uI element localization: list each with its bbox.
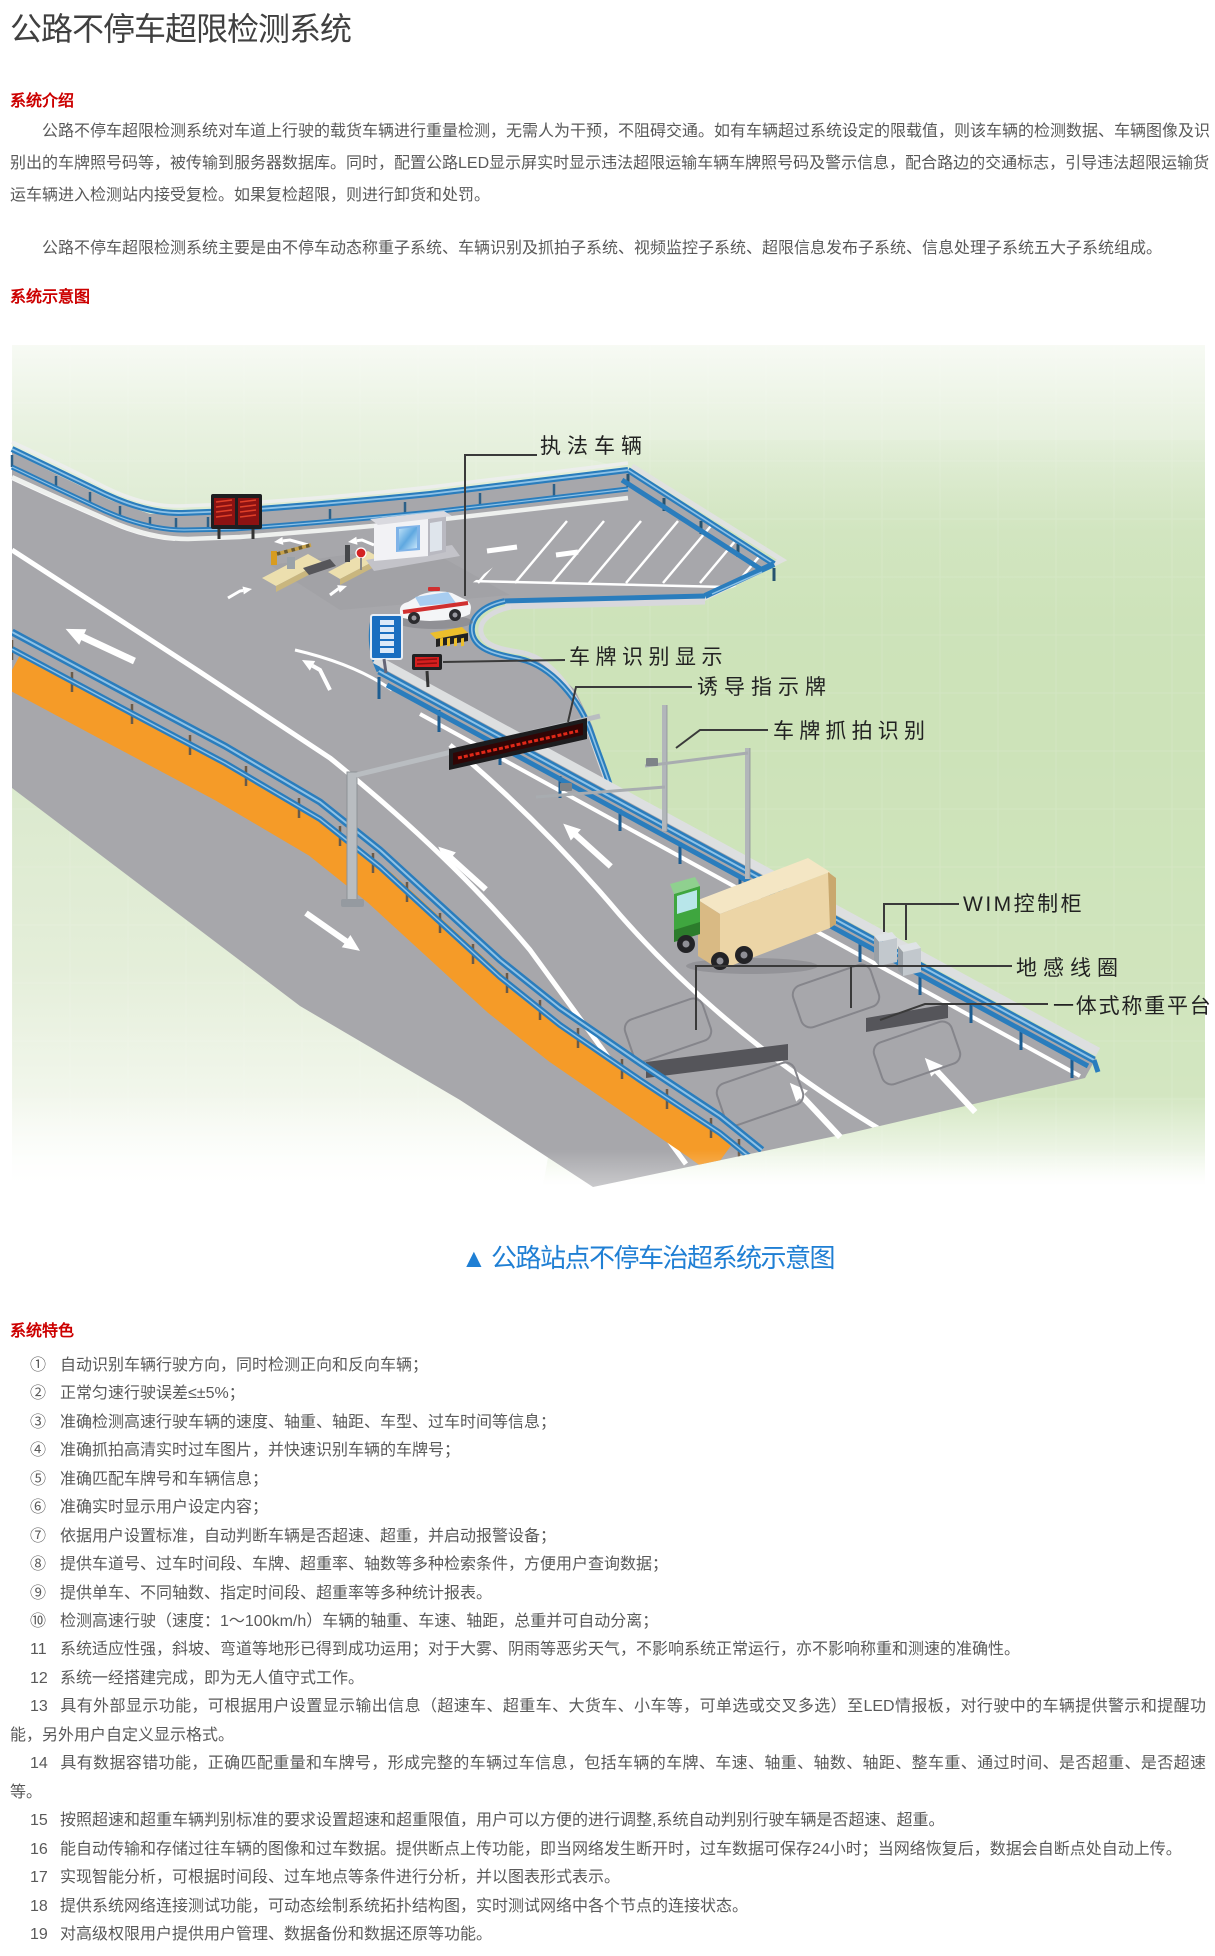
svg-text:诱导指示牌: 诱导指示牌 [697, 676, 832, 699]
svg-text:车牌抓拍识别: 车牌抓拍识别 [773, 720, 930, 743]
svg-text:执法车辆: 执法车辆 [540, 435, 648, 458]
svg-text:车牌识别显示: 车牌识别显示 [569, 646, 728, 669]
svg-text:WIM控制柜: WIM控制柜 [963, 893, 1084, 916]
svg-text:一体式称重平台: 一体式称重平台 [1053, 995, 1213, 1018]
svg-text:地感线圈: 地感线圈 [1016, 957, 1124, 980]
